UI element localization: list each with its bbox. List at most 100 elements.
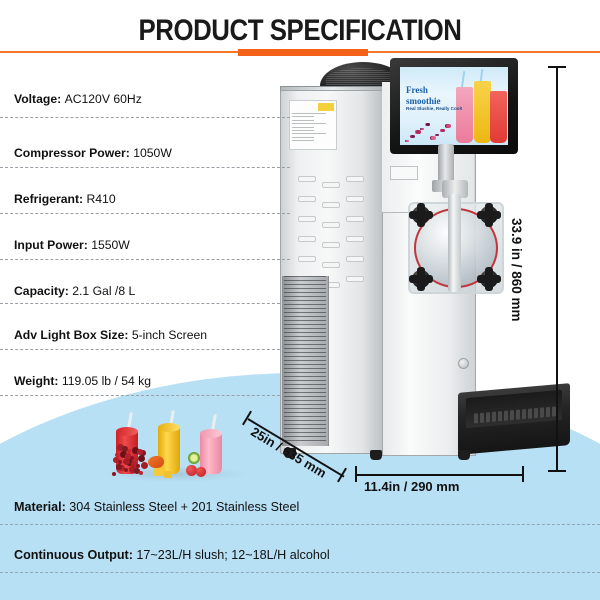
cup-berry-top: [116, 427, 138, 436]
spec-divider: [0, 395, 290, 396]
berry: [125, 453, 131, 459]
grill-line: [284, 432, 326, 433]
grill-line: [284, 332, 326, 333]
height-dimension-line: [556, 66, 558, 472]
berry: [120, 450, 128, 458]
berry: [127, 449, 131, 453]
tray-grate-slot: [504, 410, 508, 421]
strawberry-1: [186, 465, 197, 476]
machine-foot-left: [284, 448, 296, 458]
berry: [115, 453, 119, 457]
vent-slot: [346, 276, 364, 282]
spec-label: Voltage:: [14, 92, 65, 106]
grill-line: [284, 340, 326, 341]
spec-divider: [0, 349, 290, 350]
screen-berry: [436, 133, 439, 136]
sticker-text-line: [292, 133, 326, 135]
vent-slot: [298, 216, 316, 222]
rear-slat: [326, 74, 398, 75]
grill-line: [284, 388, 326, 389]
spec-row: Compressor Power: 1050W: [14, 146, 276, 160]
machine-small-label: [390, 166, 418, 180]
berry: [113, 457, 119, 463]
strawberry-2: [196, 467, 206, 477]
sticker-text-line: [292, 126, 314, 128]
grill-line: [284, 296, 326, 297]
berry: [134, 468, 140, 474]
mango-cube-2: [164, 471, 172, 478]
grill-line: [284, 360, 326, 361]
spec-label: Capacity:: [14, 284, 73, 298]
screen-cup-yellow: [474, 81, 491, 143]
berry: [131, 461, 137, 467]
vent-slot: [322, 202, 340, 208]
grill-line: [284, 384, 326, 385]
rear-slat: [326, 84, 398, 85]
screen-berry: [416, 129, 421, 134]
height-dimension-cap-bottom: [548, 470, 566, 472]
screen-berry: [446, 123, 451, 128]
berry: [141, 461, 149, 469]
spec-divider: [0, 117, 290, 118]
grill-line: [284, 300, 326, 301]
sticker-text-line: [292, 140, 314, 142]
tray-grate-slot: [492, 411, 496, 422]
spec-divider-wide: [0, 524, 600, 525]
spec-value: AC120V 60Hz: [64, 92, 142, 106]
grill-line: [284, 412, 326, 413]
tray-grate-slot: [528, 408, 532, 419]
berry: [123, 457, 131, 465]
sticker-text-line: [292, 136, 314, 138]
grill-line: [284, 336, 326, 337]
grill-line: [284, 328, 326, 329]
cylinder-knob-top-left: [409, 206, 433, 224]
smoothie-cups-group: [110, 409, 240, 482]
spec-row: Weight: 119.05 lb / 54 kg: [14, 374, 276, 388]
grill-line: [284, 316, 326, 317]
spec-value: 304 Stainless Steel + 201 Stainless Stee…: [69, 500, 300, 514]
spec-row: Refrigerant: R410: [14, 192, 276, 206]
grill-line: [284, 348, 326, 349]
dispenser-cylinder-assembly: [398, 180, 510, 298]
machine-foot-right: [458, 450, 470, 460]
sticker-text-line: [292, 123, 326, 125]
page-title: PRODUCT SPECIFICATION: [138, 14, 462, 47]
tray-grate-slot: [480, 412, 484, 423]
cylinder-knob-top-right: [477, 206, 501, 224]
vent-slot: [298, 256, 316, 262]
screen-headline-line2: smoothie: [406, 96, 441, 106]
grill-line: [284, 440, 326, 441]
spec-row-wide: Continuous Output: 17~23L/H slush; 12~18…: [14, 548, 594, 562]
machine-front-screw: [458, 358, 469, 369]
width-dimension-cap-end: [522, 466, 524, 482]
machine-vent-slots: [298, 176, 370, 296]
screen-tagline: Real Slushie, Really Cool!: [406, 106, 463, 111]
grill-line: [284, 284, 326, 285]
rear-slat: [326, 80, 398, 81]
vent-slot: [346, 216, 364, 222]
sticker-text-line: [292, 130, 314, 131]
spec-value: 2.1 Gal /8 L: [72, 284, 136, 298]
width-dimension-cap-start: [355, 466, 357, 482]
kiwi-slice: [188, 452, 200, 464]
grill-line: [284, 356, 326, 357]
cup-mango-top: [158, 423, 180, 432]
grill-line: [284, 416, 326, 417]
grill-line: [284, 308, 326, 309]
grill-line: [284, 368, 326, 369]
berry: [130, 456, 134, 460]
tray-grate-slot: [540, 407, 544, 418]
spec-value: 5-inch Screen: [131, 328, 208, 342]
spec-label: Adv Light Box Size:: [14, 328, 132, 342]
screen-berry-graphics: [404, 121, 451, 143]
grill-line: [284, 424, 326, 425]
spec-label: Refrigerant:: [14, 192, 87, 206]
slush-machine-image: Fresh smoothie Real Slushie, Really Cool…: [262, 58, 570, 478]
header-accent-block: [238, 49, 368, 56]
cup-strawberry-top: [200, 429, 222, 438]
screen-headline-line1: Fresh: [406, 85, 428, 95]
grill-line: [284, 380, 326, 381]
spec-row-wide: Material: 304 Stainless Steel + 201 Stai…: [14, 500, 594, 514]
spec-divider: [0, 213, 290, 214]
cup-mango: [158, 426, 180, 474]
